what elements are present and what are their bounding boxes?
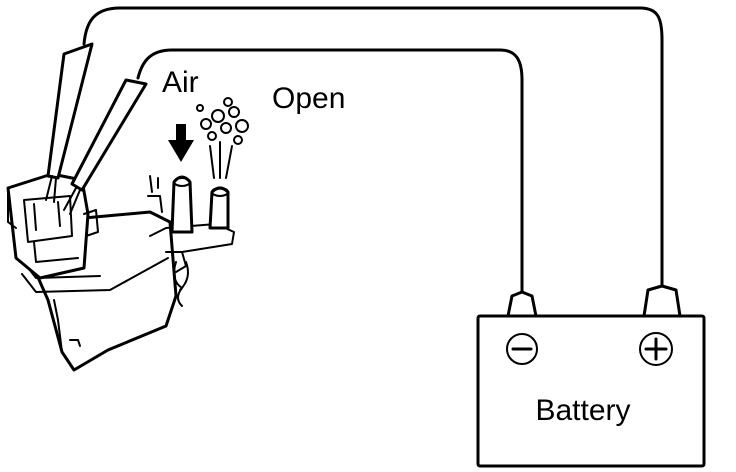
positive-lead-wire	[82, 6, 664, 288]
air-puff-icon	[196, 97, 249, 179]
battery-positive-terminal	[642, 284, 682, 318]
battery-label: Battery	[535, 394, 630, 427]
negative-lead-wire	[136, 48, 524, 294]
open-label: Open	[272, 82, 345, 115]
negative-sign-icon	[506, 333, 538, 365]
vacuum-switching-valve	[6, 172, 235, 372]
down-arrow-icon	[168, 124, 194, 162]
battery-body	[476, 314, 706, 468]
positive-sign-icon	[639, 332, 673, 366]
battery-negative-terminal	[506, 290, 538, 318]
air-label: Air	[162, 66, 199, 99]
positive-probe	[45, 42, 94, 203]
negative-probe	[63, 78, 148, 215]
